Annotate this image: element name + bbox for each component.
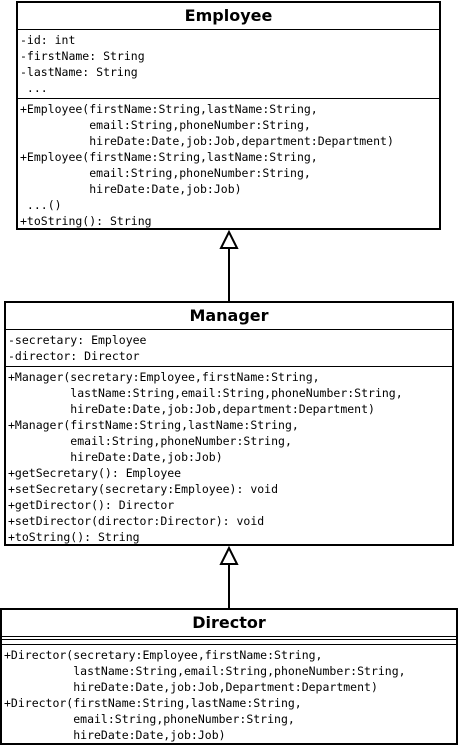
method: +getSecretary(): Employee — [8, 466, 182, 480]
method: +Employee(firstName:String,lastName:Stri… — [20, 102, 318, 116]
separator — [2, 639, 456, 644]
class-director[interactable]: Director +Director(secretary:Employee,fi… — [0, 608, 458, 745]
generalization-director-to-manager — [219, 545, 239, 608]
method: hireDate:Date,job:Job) — [8, 450, 223, 464]
method: email:String,phoneNumber:String, — [20, 166, 311, 180]
method: +getDirector(): Director — [8, 498, 175, 512]
method: email:String,phoneNumber:String, — [4, 712, 295, 726]
methods-section: +Employee(firstName:String,lastName:Stri… — [18, 98, 439, 228]
attribute: ... — [20, 81, 48, 95]
method: +Manager(firstName:String,lastName:Strin… — [8, 418, 299, 432]
attributes-section: -id: int -firstName: String -lastName: S… — [18, 29, 439, 98]
class-manager[interactable]: Manager -secretary: Employee -director: … — [4, 301, 454, 546]
methods-section: +Manager(secretary:Employee,firstName:St… — [6, 366, 452, 544]
method: +Manager(secretary:Employee,firstName:St… — [8, 370, 320, 384]
method: hireDate:Date,job:Job) — [20, 182, 242, 196]
method: hireDate:Date,job:Job,Department:Departm… — [4, 680, 378, 694]
method: hireDate:Date,job:Job,department:Departm… — [20, 134, 394, 148]
method: +Employee(firstName:String,lastName:Stri… — [20, 150, 318, 164]
method: hireDate:Date,job:Job) — [4, 728, 226, 742]
attribute: -lastName: String — [20, 65, 138, 79]
attributes-section — [2, 636, 456, 639]
attribute: -id: int — [20, 33, 76, 47]
attributes-section: -secretary: Employee -director: Director — [6, 329, 452, 366]
method: email:String,phoneNumber:String, — [8, 434, 292, 448]
attribute: -firstName: String — [20, 49, 145, 63]
method: +setDirector(director:Director): void — [8, 514, 265, 528]
attribute: -secretary: Employee — [8, 333, 147, 347]
class-name: Employee — [184, 6, 273, 25]
method: ...() — [20, 198, 62, 212]
method: +toString(): String — [20, 214, 152, 228]
methods-section: +Director(secretary:Employee,firstName:S… — [2, 644, 456, 743]
method: +Director(secretary:Employee,firstName:S… — [4, 648, 323, 662]
method: +toString(): String — [8, 530, 140, 544]
class-name: Director — [192, 613, 266, 632]
method: lastName:String,email:String,phoneNumber… — [8, 386, 403, 400]
class-employee[interactable]: Employee -id: int -firstName: String -la… — [16, 1, 441, 230]
method: +setSecretary(secretary:Employee): void — [8, 482, 279, 496]
method: +Director(firstName:String,lastName:Stri… — [4, 696, 302, 710]
generalization-manager-to-employee — [219, 229, 239, 301]
class-name: Manager — [189, 306, 269, 325]
method: hireDate:Date,job:Job,department:Departm… — [8, 402, 375, 416]
attribute: -director: Director — [8, 349, 140, 363]
method: email:String,phoneNumber:String, — [20, 118, 311, 132]
method: lastName:String,email:String,phoneNumber… — [4, 664, 406, 678]
